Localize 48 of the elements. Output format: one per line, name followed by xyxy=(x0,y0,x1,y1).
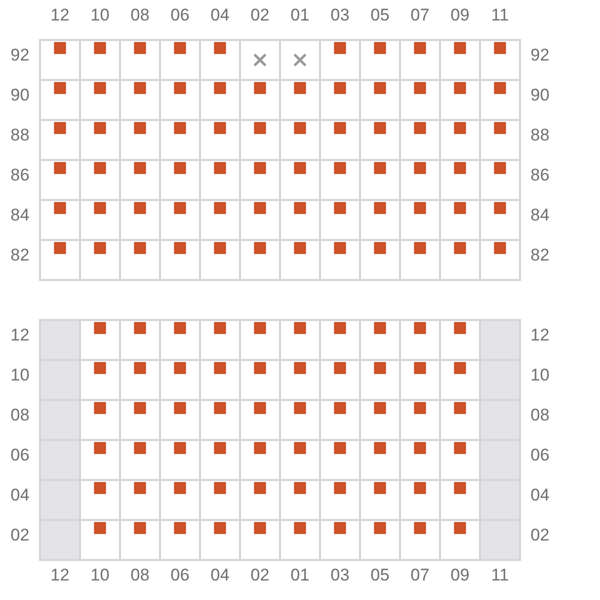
column-number: 06 xyxy=(170,566,190,584)
column-number: 01 xyxy=(290,6,310,24)
column-number: 10 xyxy=(90,6,110,24)
row-number: 02 xyxy=(10,526,30,544)
column-number: 01 xyxy=(290,566,310,584)
column-number: 05 xyxy=(370,6,390,24)
row-number: 90 xyxy=(10,86,30,104)
column-number: 02 xyxy=(250,566,270,584)
column-number: 12 xyxy=(50,566,70,584)
row-number: 04 xyxy=(10,486,30,504)
row-number: 10 xyxy=(10,366,30,384)
row-number: 92 xyxy=(10,46,30,64)
row-number: 88 xyxy=(530,126,550,144)
column-number: 02 xyxy=(250,6,270,24)
row-number: 02 xyxy=(530,526,550,544)
row-number: 86 xyxy=(530,166,550,184)
row-number: 08 xyxy=(10,406,30,424)
row-number: 12 xyxy=(530,326,550,344)
row-number: 04 xyxy=(530,486,550,504)
row-number: 82 xyxy=(10,246,30,264)
row-number: 06 xyxy=(530,446,550,464)
row-number: 08 xyxy=(530,406,550,424)
column-number: 03 xyxy=(330,566,350,584)
row-number: 06 xyxy=(10,446,30,464)
column-number: 08 xyxy=(130,566,150,584)
column-number: 05 xyxy=(370,566,390,584)
column-number: 11 xyxy=(491,6,509,24)
column-number: 07 xyxy=(410,6,430,24)
column-number: 03 xyxy=(330,6,350,24)
column-number: 10 xyxy=(90,566,110,584)
row-number: 84 xyxy=(10,206,30,224)
row-number: 90 xyxy=(530,86,550,104)
column-number: 09 xyxy=(450,566,470,584)
column-number: 12 xyxy=(50,6,70,24)
row-number: 10 xyxy=(530,366,550,384)
row-number: 12 xyxy=(10,326,30,344)
column-number: 09 xyxy=(450,6,470,24)
row-number: 84 xyxy=(530,206,550,224)
row-number: 82 xyxy=(530,246,550,264)
column-number: 11 xyxy=(491,566,509,584)
column-number: 04 xyxy=(210,6,230,24)
row-number: 92 xyxy=(530,46,550,64)
column-number: 04 xyxy=(210,566,230,584)
column-number: 06 xyxy=(170,6,190,24)
column-number: 07 xyxy=(410,566,430,584)
row-number: 86 xyxy=(10,166,30,184)
row-number: 88 xyxy=(10,126,30,144)
column-number: 08 xyxy=(130,6,150,24)
